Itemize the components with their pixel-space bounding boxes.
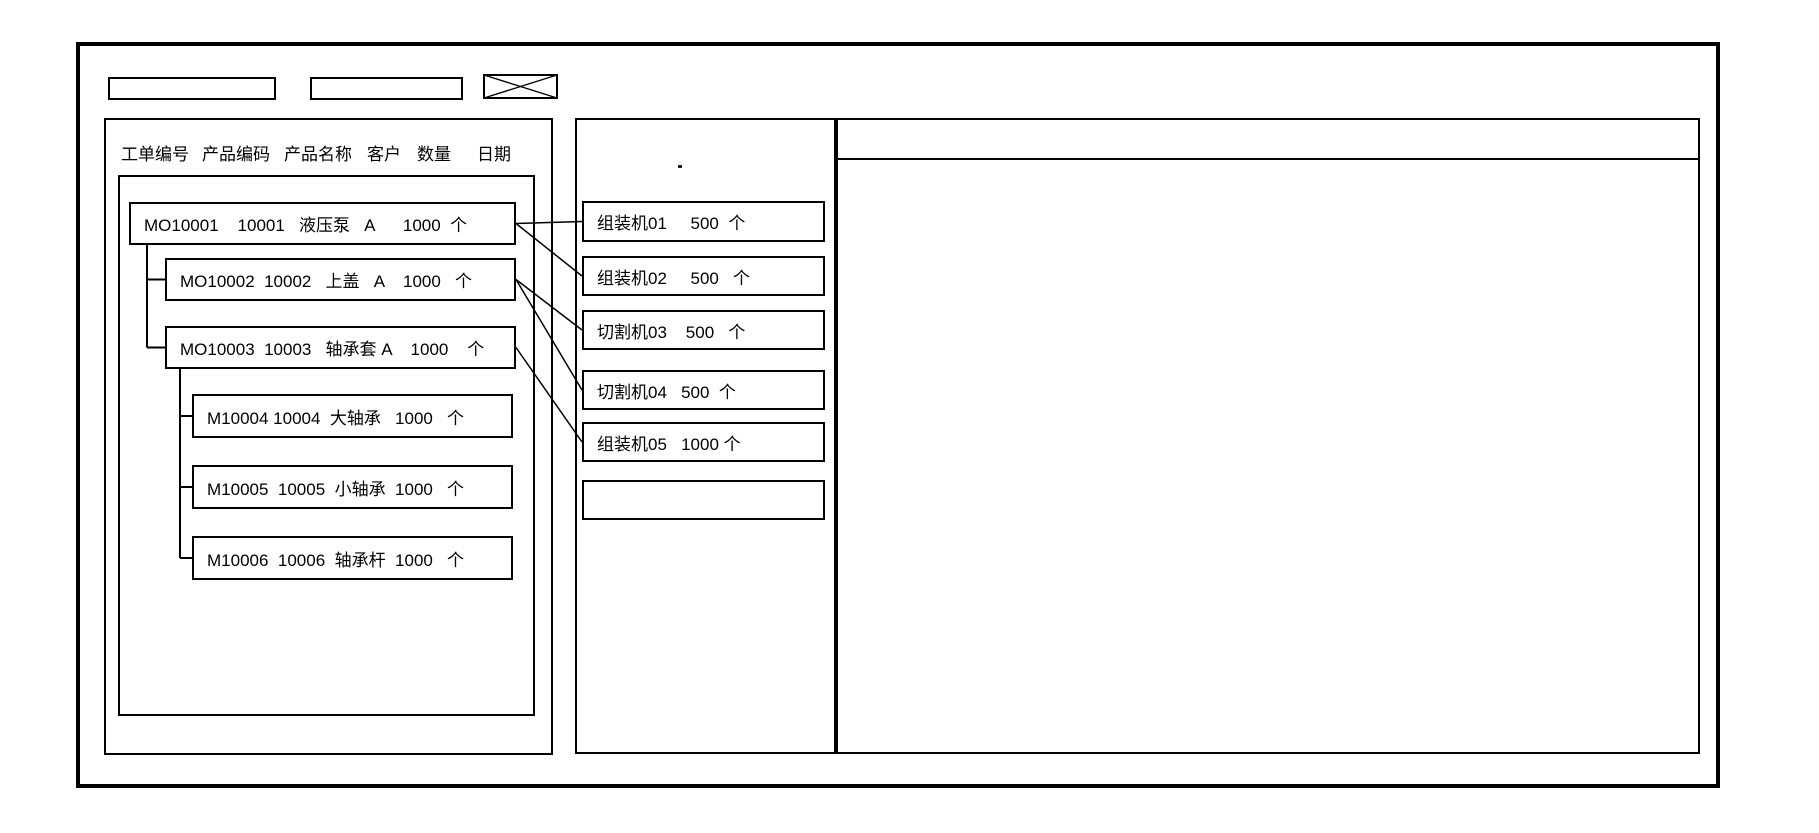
work-order-box-MO10002[interactable]: MO10002 10002 上盖 A 1000 个 [165, 258, 516, 301]
detail-panel-header-divider [838, 158, 1698, 160]
toolbar-field-1[interactable] [108, 77, 276, 100]
work-order-box-M10004[interactable]: M10004 10004 大轴承 1000 个 [192, 394, 513, 438]
detail-panel [836, 118, 1700, 754]
column-header-1: 产品编码 [202, 145, 270, 164]
work-order-box-MO10003[interactable]: MO10003 10003 轴承套 A 1000 个 [165, 326, 516, 369]
column-header-4: 数量 [417, 145, 451, 164]
column-header-5: 日期 [477, 145, 511, 164]
work-order-tree-container [118, 175, 535, 716]
toolbar-field-2[interactable] [310, 77, 463, 100]
column-header-0: 工单编号 [121, 145, 189, 164]
machine-box-切割机03[interactable]: 切割机03 500 个 [582, 310, 825, 350]
machine-box-组装机02[interactable]: 组装机02 500 个 [582, 256, 825, 296]
machine-box-组装机01[interactable]: 组装机01 500 个 [582, 201, 825, 242]
column-header-3: 客户 [367, 145, 401, 164]
column-header-2: 产品名称 [284, 145, 352, 164]
stray-dot [678, 165, 682, 168]
work-order-box-MO10001[interactable]: MO10001 10001 液压泵 A 1000 个 [129, 202, 516, 245]
machine-box-empty[interactable] [582, 480, 825, 520]
work-order-box-M10006[interactable]: M10006 10006 轴承杆 1000 个 [192, 536, 513, 580]
x-placeholder-icon[interactable] [483, 74, 558, 99]
work-order-box-M10005[interactable]: M10005 10005 小轴承 1000 个 [192, 465, 513, 509]
machine-box-切割机04[interactable]: 切割机04 500 个 [582, 370, 825, 410]
machine-box-组装机05[interactable]: 组装机05 1000 个 [582, 422, 825, 462]
